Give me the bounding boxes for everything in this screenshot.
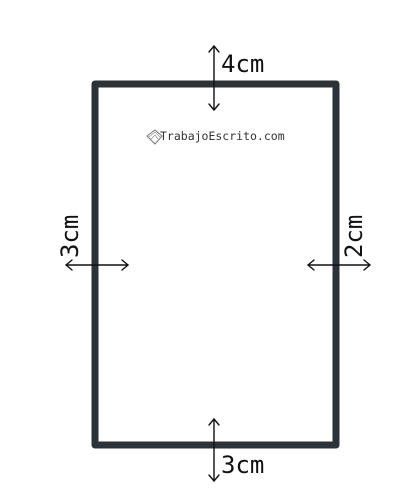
left-margin-indicator: 3cm	[56, 215, 129, 271]
watermark: TrabajoEscrito.com	[146, 129, 285, 145]
bottom-margin-indicator: 3cm	[208, 418, 264, 482]
watermark-text: TrabajoEscrito.com	[160, 129, 285, 143]
right-margin-label: 2cm	[340, 215, 368, 258]
right-margin-indicator: 2cm	[307, 215, 371, 271]
left-margin-arrow-icon	[65, 259, 129, 271]
right-margin-arrow-icon	[307, 259, 371, 271]
top-margin-arrow-icon	[208, 45, 220, 111]
top-margin-indicator: 4cm	[208, 45, 264, 111]
left-margin-label: 3cm	[56, 215, 84, 258]
bottom-margin-label: 3cm	[221, 451, 264, 479]
bottom-margin-arrow-icon	[208, 418, 220, 482]
book-logo-icon	[146, 129, 163, 145]
top-margin-label: 4cm	[221, 50, 264, 78]
